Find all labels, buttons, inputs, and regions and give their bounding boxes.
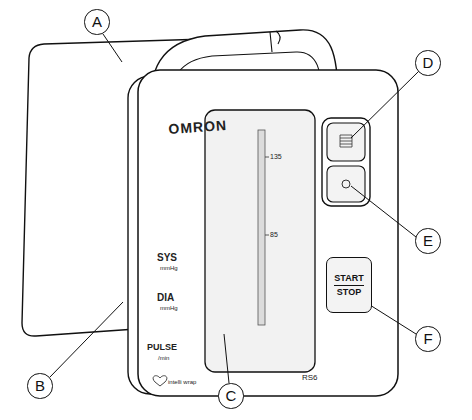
unit-label: /min	[158, 355, 169, 361]
leader-line	[103, 34, 122, 62]
button-text: STOP	[337, 286, 361, 298]
unit-label: mmHg	[160, 265, 178, 271]
callout-text: E	[423, 232, 433, 249]
scale-number: 85	[270, 231, 278, 238]
logo-text: intelli wrap	[168, 379, 196, 385]
button-text: START	[334, 272, 363, 285]
callout-text: A	[92, 13, 102, 30]
callout-letter: E	[415, 228, 440, 253]
display	[205, 110, 315, 372]
scale-number: 135	[270, 153, 282, 160]
start-stop-button: STARTSTOP	[326, 257, 372, 313]
callout-letter: C	[218, 383, 243, 408]
unit-label: mmHg	[160, 305, 178, 311]
memory-button	[327, 123, 365, 161]
indicator-bar	[258, 130, 265, 325]
brand-name: OMRON	[168, 118, 228, 136]
button-housing	[322, 118, 370, 206]
memory-icon	[340, 135, 352, 147]
model-name: RS6	[302, 374, 318, 382]
callout-letter: D	[415, 50, 440, 75]
callout-text: C	[226, 387, 237, 404]
panel-label: DIA	[157, 293, 174, 303]
callout-text: B	[35, 377, 45, 394]
tick	[265, 157, 269, 158]
heart-logo	[153, 376, 167, 386]
mode-icon	[342, 180, 350, 188]
strap-buckle	[270, 31, 280, 52]
leader-line	[224, 334, 229, 383]
monitor-body	[138, 70, 398, 396]
leader-line	[351, 186, 416, 237]
callout-letter: F	[415, 326, 440, 351]
callout-letter: B	[27, 373, 52, 398]
callout-text: D	[423, 54, 434, 71]
leader-line	[351, 71, 419, 138]
leader-line	[50, 302, 123, 377]
callout-letter: A	[84, 9, 109, 34]
panel-label: SYS	[157, 253, 177, 263]
mode-button	[327, 166, 365, 202]
tick	[265, 235, 269, 236]
panel-label: PULSE	[147, 343, 177, 352]
callout-text: F	[423, 330, 432, 347]
